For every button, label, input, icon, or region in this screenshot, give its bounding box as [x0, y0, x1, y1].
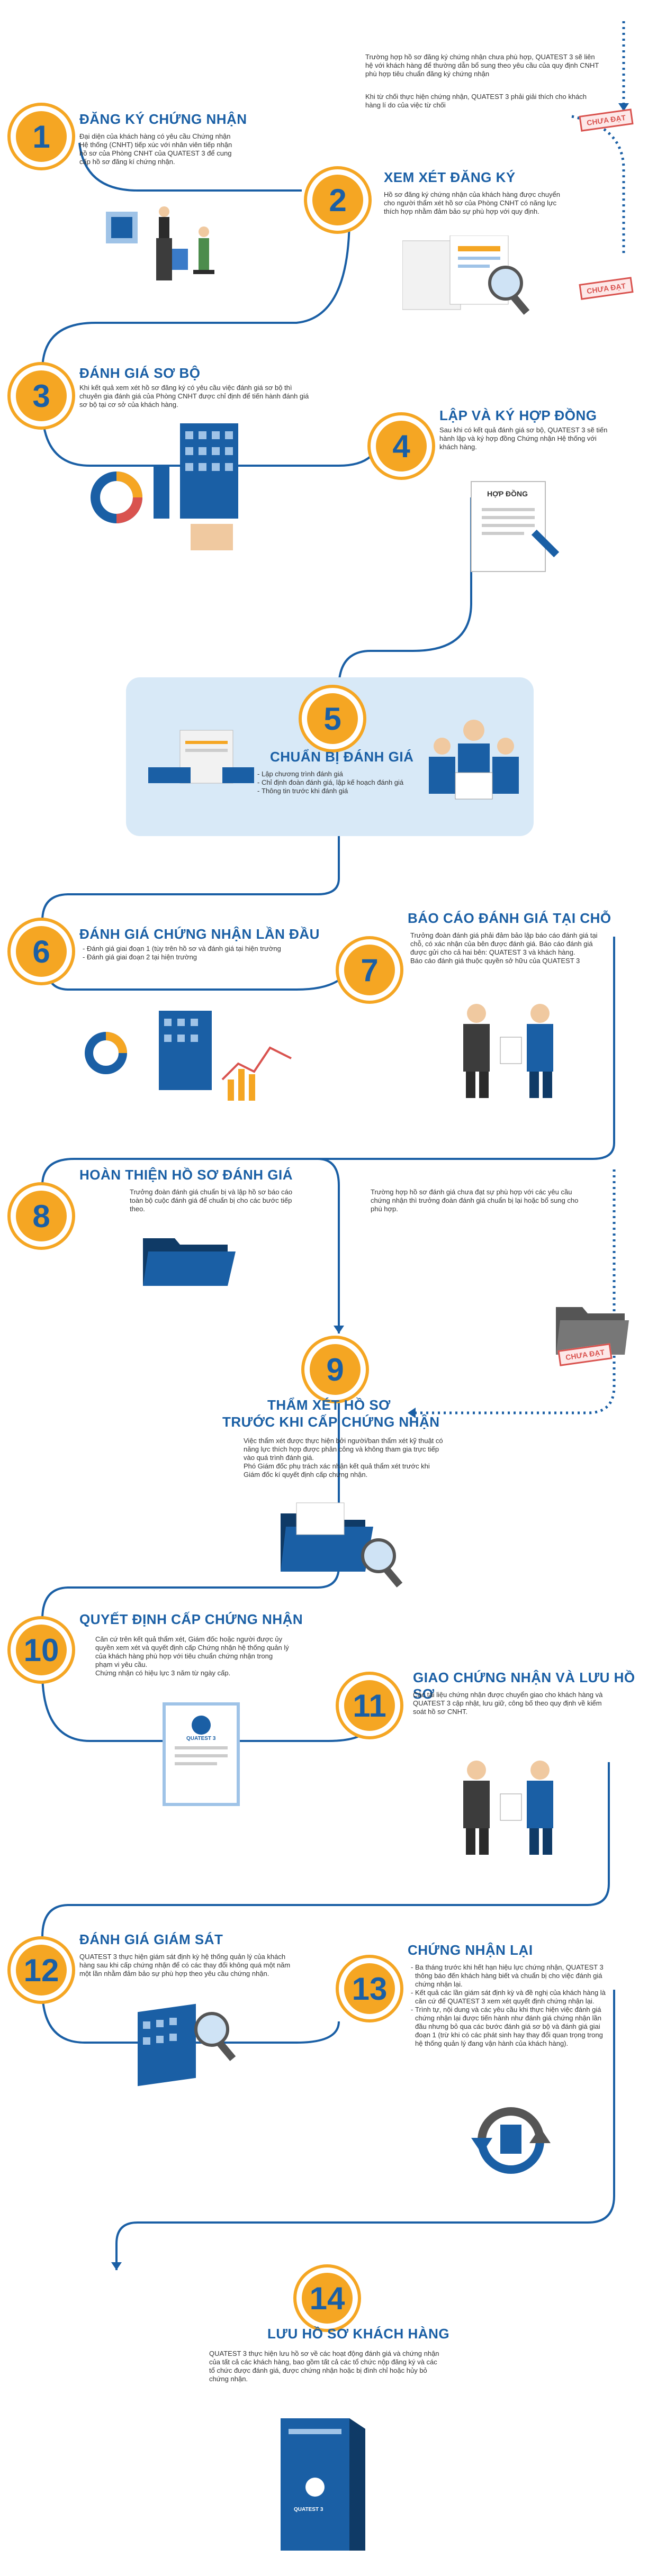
step-10-desc: Căn cứ trên kết quả thẩm xét, Giám đốc h… [95, 1635, 291, 1677]
step-7-desc-line: Trưởng đoàn đánh giá phải đảm bảo lập bá… [410, 931, 598, 956]
arrow-into-9 [334, 1326, 344, 1334]
handover-illustration [463, 1761, 553, 1855]
step-9-desc-line: Phó Giám đốc phụ trách xác nhận kết quả … [244, 1462, 430, 1479]
step-10-desc-line: Chứng nhận có hiệu lực 3 năm từ ngày cấp… [95, 1669, 231, 1677]
folder-illustration [143, 1238, 236, 1286]
step-6-list: Đánh giá giai đoạn 1 (tùy trên hồ sơ và … [79, 945, 325, 962]
surveillance-illustration [138, 2003, 236, 2087]
step-7-desc-line: Báo cáo đánh giá thuộc quyền sở hữu của … [410, 957, 580, 965]
intro-note: Trường hợp hồ sơ đăng ký chứng nhận chưa… [365, 53, 599, 78]
step-11-desc: Các tài liệu chứng nhận được chuyển giao… [413, 1691, 603, 1716]
line-11-12 [41, 1762, 610, 1937]
handshake-document-illustration [148, 730, 254, 784]
line-1-2 [78, 142, 302, 192]
server-label: QUATEST 3 [294, 2507, 323, 2512]
dotted-line-rework [413, 1169, 616, 1414]
step-8-rework-note: Trường hợp hồ sơ đánh giá chưa đạt sự ph… [371, 1188, 579, 1213]
step-11-title: GIAO CHỨNG NHẬN VÀ LƯU HỒ SƠ [413, 1670, 635, 1702]
certificate-label: QUATEST 3 [186, 1736, 216, 1741]
step-5-item: Chỉ định đoàn đánh giá, lập kế hoạch đán… [262, 778, 420, 787]
step-9-number: 9 [304, 1339, 366, 1400]
step-9-title-2: TRƯỚC KHI CẤP CHỨNG NHẬN [222, 1414, 440, 1430]
contract-doc-label: HỢP ĐỒNG [487, 489, 528, 498]
review-folder-illustration [281, 1502, 403, 1588]
step-4-desc: Sau khi có kết quả đánh giá sơ bộ, QUATE… [439, 426, 608, 451]
contract-illustration [471, 481, 560, 572]
step-7-title: BÁO CÁO ĐÁNH GIÁ TẠI CHỖ [408, 910, 611, 926]
rejected-folder-illustration [556, 1307, 629, 1355]
step-14-title: LƯU HỒ SƠ KHÁCH HÀNG [267, 2326, 450, 2342]
step-4-number: 4 [371, 415, 432, 477]
step-6-item: Đánh giá giai đoạn 1 (tùy trên hồ sơ và … [87, 945, 325, 953]
line-8-9 [302, 1158, 340, 1334]
step-8-desc: Trưởng đoàn đánh giá chuẩn bị và lập hồ … [130, 1188, 293, 1213]
step-7-number: 7 [339, 939, 400, 1001]
step-13-item: Kết quả các lần giám sát định kỳ và đề n… [415, 1989, 611, 2006]
line-7-8 [41, 937, 615, 1186]
step-1-title: ĐĂNG KÝ CHỨNG NHẬN [79, 111, 247, 127]
step-13-item: Ba tháng trước khi hết hạn hiệu lực chứn… [415, 1963, 611, 1989]
step-1-desc: Đại diện của khách hàng có yêu cầu Chứng… [79, 132, 232, 166]
step-2-desc: Hồ sơ đăng ký chứng nhận của khách hàng … [384, 191, 560, 215]
line-2-3 [41, 216, 350, 371]
step-13-list: Ba tháng trước khi hết hạn hiệu lực chứn… [408, 1963, 611, 2048]
step-5-item: Lập chương trình đánh giá [262, 770, 420, 778]
step-4-title: LẬP VÀ KÝ HỢP ĐỒNG [439, 407, 597, 423]
initial-audit-illustration [85, 1011, 292, 1101]
line-4-5 [338, 497, 472, 688]
step-12-number: 12 [11, 1939, 72, 2001]
arrow-rework [408, 1408, 416, 1418]
line-6-7 [47, 968, 350, 991]
line-12-13 [41, 1989, 340, 2044]
server-archive-illustration [281, 2418, 365, 2551]
step-14-number: 14 [296, 2267, 358, 2329]
team-illustration [429, 720, 519, 800]
step-3-desc: Khi kết quả xem xét hồ sơ đăng ký có yêu… [79, 384, 309, 409]
step-10-title: QUYẾT ĐỊNH CẤP CHỨNG NHẬN [79, 1611, 303, 1627]
step-9-desc: Việc thẩm xét được thực hiện bởi người/b… [244, 1437, 445, 1479]
step-6-item: Đánh giá giai đoạn 2 tại hiện trường [87, 953, 325, 962]
recertification-cycle-illustration [471, 2107, 551, 2174]
step-3-number: 3 [11, 365, 72, 427]
step-8-number: 8 [11, 1185, 72, 1247]
step-11-number: 11 [339, 1675, 400, 1736]
step-14-desc: QUATEST 3 thực hiện lưu hồ sơ về các hoạ… [209, 2350, 439, 2383]
line-9-10 [41, 1386, 340, 1620]
registration-illustration [106, 206, 214, 280]
report-handover-illustration [463, 1004, 553, 1098]
step-13-title: CHỨNG NHẬN LẠI [408, 1942, 533, 1958]
step-12-title: ĐÁNH GIÁ GIÁM SÁT [79, 1931, 223, 1947]
dotted-line-return [571, 115, 625, 254]
step-5-number: 5 [302, 688, 363, 749]
step-9-title: THẨM XÉT HỒ SƠ [267, 1397, 391, 1413]
certificate-illustration [163, 1702, 240, 1806]
step-10-desc-line: Căn cứ trên kết quả thẩm xét, Giám đốc h… [95, 1635, 289, 1668]
step-3-title: ĐÁNH GIÁ SƠ BỘ [79, 365, 201, 381]
step-7-desc: Trưởng đoàn đánh giá phải đảm bảo lập bá… [410, 931, 601, 965]
intro-note-2: Khi từ chối thực hiện chứng nhận, QUATES… [365, 93, 587, 109]
step-13-number: 13 [339, 1958, 400, 2019]
step-6-number: 6 [11, 921, 72, 982]
step-5-list: Lập chương trình đánh giá Chỉ định đoàn … [254, 770, 420, 795]
line-5-6 [41, 836, 340, 921]
arrow-into-14 [111, 2262, 122, 2270]
step-5-item: Thông tin trước khi đánh giá [262, 787, 420, 795]
assessment-illustration [91, 423, 238, 550]
step-2-title: XEM XÉT ĐĂNG KÝ [384, 169, 516, 185]
step-2-number: 2 [307, 169, 368, 231]
step-12-desc: QUATEST 3 thực hiện giám sát định kỳ hệ … [79, 1953, 291, 1978]
line-13-14 [115, 1990, 615, 2270]
step-1-number: 1 [11, 106, 72, 167]
step-10-number: 10 [11, 1619, 72, 1681]
step-13-item: Trình tự, nội dung và các yêu cầu khi th… [415, 2006, 611, 2048]
arrow-down-top [618, 103, 629, 111]
step-6-title: ĐÁNH GIÁ CHỨNG NHẬN LẦN ĐẦU [79, 926, 320, 942]
document-review-illustration [402, 235, 530, 315]
step-9-desc-line: Việc thẩm xét được thực hiện bởi người/b… [244, 1437, 443, 1462]
step-8-title: HOÀN THIỆN HỒ SƠ ĐÁNH GIÁ [79, 1167, 293, 1183]
step-5-title: CHUẨN BỊ ĐÁNH GIÁ [270, 749, 414, 765]
